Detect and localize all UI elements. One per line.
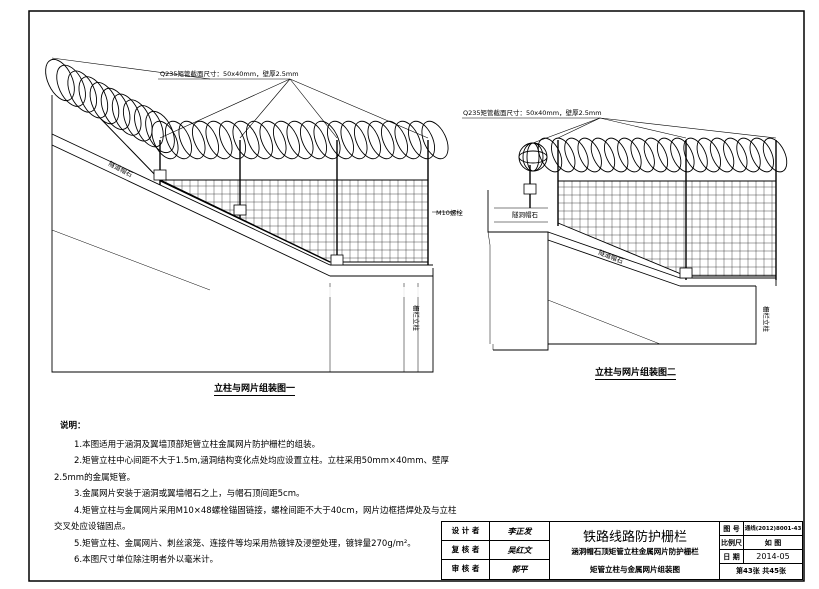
role-designer: 设 计 者 <box>442 522 490 541</box>
razor-wire-loop <box>245 120 274 160</box>
note-item: 3.金属网片安装于涵洞或翼墙帽石之上，与帽石顶间距5cm。 <box>74 489 305 499</box>
drawing2-post-label: 栅栏立柱 <box>762 306 771 333</box>
razor-wire-loop <box>762 137 788 173</box>
razor-wire-loop <box>145 110 175 154</box>
razor-wire-loop <box>696 137 722 173</box>
razor-wire-loop <box>564 137 589 173</box>
signature-designer: 李正发 <box>490 522 550 541</box>
note-item: 5.矩管立柱、金属网片、刺丝滚笼、连接件等均采用热镀锌及浸塑处理，镀锌量270g… <box>74 538 416 549</box>
razor-wire-loop <box>259 120 287 160</box>
razor-wire-loop <box>122 99 153 142</box>
signature-reviewer: 吴红文 <box>490 541 550 560</box>
note-item: 1.本图适用于涵洞及翼墙顶部矩管立柱金属网片防护栅栏的组装。 <box>74 439 321 450</box>
note-item: 2.矩管立柱中心间距不大于1.5m,涵洞结构变化点处均应设置立柱。立柱采用50m… <box>74 456 449 466</box>
field-label-date: 日 期 <box>720 550 744 564</box>
razor-wire-loop <box>723 137 748 173</box>
note-item: 4.矩管立柱与金属网片采用M10×48螺栓锚固链接，螺栓间距不大于40cm，网片… <box>74 505 457 516</box>
razor-wire-loop <box>367 120 395 160</box>
razor-wire-loop <box>630 137 655 173</box>
razor-wire-loop <box>670 137 695 173</box>
drawing1-dimension-label: Q235矩管截面尺寸：50x40mm，壁厚2.5mm <box>160 69 299 78</box>
razor-wire-loop <box>164 120 193 160</box>
razor-wire-loop <box>299 120 328 160</box>
role-approver: 审 核 者 <box>442 560 490 579</box>
razor-wire-loop <box>205 120 233 160</box>
razor-wire-loop <box>603 137 629 173</box>
drawing2-dimension-label: Q235矩管截面尺寸：50x40mm，壁厚2.5mm <box>463 108 602 117</box>
note-item: 交叉处应设锚固点。 <box>54 522 131 532</box>
title-area: 铁路线路防护栅栏 涵洞帽石顶矩管立柱金属网片防护栅栏 矩管立柱与金属网片组装图 <box>550 522 720 579</box>
razor-wire-loop <box>394 120 422 160</box>
razor-wire-loop <box>286 120 314 160</box>
razor-wire-loop <box>551 137 576 173</box>
drawing2-cap-label: 隧洞帽石 <box>512 210 539 219</box>
razor-wire-loop <box>577 137 602 173</box>
razor-wire-loop <box>380 120 409 160</box>
field-label-scale: 比例尺 <box>720 536 744 550</box>
razor-wire-loop <box>407 120 436 160</box>
razor-wire-loop <box>709 137 735 173</box>
drawing-series-title: 铁路线路防护栅栏 <box>582 530 687 545</box>
razor-wire-loop <box>683 137 708 173</box>
note-item: 2.5mm的金属矩管。 <box>54 472 136 483</box>
drawing1-post-label: 栅栏立柱 <box>412 305 421 332</box>
drawing-subtitle: 涵洞帽石顶矩管立柱金属网片防护栅栏 <box>571 547 699 556</box>
drawing2-slope-label: 隧道帽石 <box>597 248 625 266</box>
razor-wire-loop <box>537 137 563 173</box>
drawing-name: 矩管立柱与金属网片组装图 <box>590 565 680 574</box>
razor-wire-loop <box>353 120 382 160</box>
drawing1-bolt-label: M10螺栓 <box>436 208 463 217</box>
razor-wire-loop <box>590 137 616 173</box>
razor-wire-loop <box>89 82 120 125</box>
title-block: 设 计 者 复 核 者 审 核 者 李正发 吴红文 郭平 铁路线路防护栅栏 涵洞… <box>441 521 803 580</box>
razor-wire-loop <box>313 120 341 160</box>
razor-wire-loop <box>191 120 220 160</box>
drawing2-caption: 立柱与网片组装图二 <box>595 365 677 380</box>
notes-block: 说明： 1.本图适用于涵洞及翼墙顶部矩管立柱金属网片防护栅栏的组装。 2.矩管立… <box>54 418 457 569</box>
razor-wire-loop <box>617 137 642 173</box>
razor-wire-loop <box>326 120 355 160</box>
razor-wire-loop <box>45 58 75 102</box>
field-label-drawing-no: 图 号 <box>720 522 744 536</box>
razor-wire-loop <box>272 120 301 160</box>
razor-wire-loop <box>100 87 131 130</box>
drawing1-slope-label: 隧道帽石 <box>107 159 135 179</box>
assembly-drawing-1: Q235矩管截面尺寸：50x40mm，壁厚2.5mm M10螺栓 隧道帽石 栅栏… <box>45 57 463 373</box>
razor-wire-loop <box>749 137 774 173</box>
razor-wire-loop <box>656 137 682 173</box>
note-item: 6.本图尺寸单位除注明者外以毫米计。 <box>74 555 219 565</box>
razor-wire-loop <box>151 120 179 160</box>
razor-wire-loop <box>56 64 86 107</box>
signature-approver: 郭平 <box>490 560 550 579</box>
razor-wire-loop <box>78 76 109 119</box>
razor-wire-loop <box>421 120 449 160</box>
notes-title: 说明： <box>60 421 86 431</box>
field-value-drawing-no: 通线(2012)8001-43 <box>744 522 802 536</box>
razor-wire-loop <box>643 137 669 173</box>
razor-wire-loop <box>340 120 368 160</box>
razor-wire-loop <box>67 70 98 113</box>
razor-wire-loop <box>232 120 260 160</box>
role-reviewer: 复 核 者 <box>442 541 490 560</box>
drawing1-caption: 立柱与网片组装图一 <box>214 381 296 396</box>
sheet-number: 第43张 共45张 <box>736 567 786 575</box>
field-value-date: 2014-05 <box>744 550 802 564</box>
razor-wire-loop <box>134 105 164 148</box>
assembly-drawing-2: Q235矩管截面尺寸：50x40mm，壁厚2.5mm 隧洞帽石 隧道帽石 栅栏立… <box>462 108 788 351</box>
razor-wire-loop <box>111 93 142 136</box>
field-value-scale: 如 图 <box>744 536 802 550</box>
razor-wire-loop <box>736 137 761 173</box>
razor-wire-loop <box>178 120 206 160</box>
